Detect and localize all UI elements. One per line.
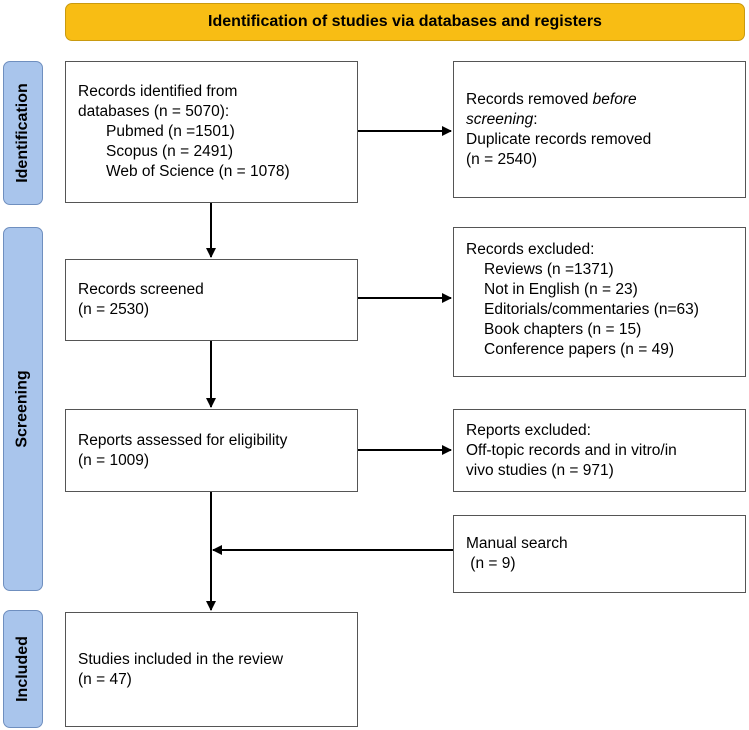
studies-included-line2: (n = 47) xyxy=(78,670,132,688)
records-screened-line2: (n = 2530) xyxy=(78,301,150,318)
records-removed-prefix: Records removed xyxy=(466,90,593,108)
records-removed-line2: screening: xyxy=(466,110,733,130)
records-screened-box: Records screened (n = 2530) xyxy=(65,259,358,341)
phase-identification: Identification xyxy=(3,61,43,205)
header-banner: Identification of studies via databases … xyxy=(65,3,745,41)
phase-identification-label: Identification xyxy=(14,83,31,183)
records-identified-line1: Records identified from xyxy=(78,83,238,100)
records-removed-line1: Records removed before xyxy=(466,90,733,110)
records-removed-line3: Duplicate records removed xyxy=(466,130,652,148)
reports-excluded-box: Reports excluded: Off-topic records and … xyxy=(453,409,746,492)
records-removed-line4: (n = 2540) xyxy=(466,150,538,168)
records-identified-line2: databases (n = 5070): xyxy=(78,103,230,120)
reports-excluded-line1: Reports excluded: xyxy=(466,421,591,439)
records-removed-screening: screening xyxy=(466,110,534,128)
source-scopus: Scopus (n = 2491) xyxy=(106,143,234,160)
reports-excluded-line2: Off-topic records and in vitro/in xyxy=(466,441,677,459)
records-removed-before: before xyxy=(592,90,637,108)
excluded-editorials: Editorials/commentaries (n=63) xyxy=(484,301,699,318)
source-pubmed: Pubmed (n =1501) xyxy=(106,123,235,140)
records-screened-line1: Records screened xyxy=(78,281,204,298)
phase-included-label: Included xyxy=(14,636,31,702)
source-web-of-science: Web of Science (n = 1078) xyxy=(106,163,290,180)
reports-assessed-box: Reports assessed for eligibility (n = 10… xyxy=(65,409,358,492)
excluded-reviews: Reviews (n =1371) xyxy=(484,261,614,278)
reports-assessed-line2: (n = 1009) xyxy=(78,451,150,469)
records-identified-box: Records identified from databases (n = 5… xyxy=(65,61,358,203)
records-removed-colon: : xyxy=(533,110,538,128)
records-excluded-title: Records excluded: xyxy=(466,241,595,258)
studies-included-line1: Studies included in the review xyxy=(78,650,284,668)
excluded-conference-papers: Conference papers (n = 49) xyxy=(484,341,674,358)
phase-screening-label: Screening xyxy=(14,370,32,448)
excluded-not-english: Not in English (n = 23) xyxy=(484,281,638,298)
reports-excluded-line3: vivo studies (n = 971) xyxy=(466,461,614,479)
excluded-book-chapters: Book chapters (n = 15) xyxy=(484,321,642,338)
manual-search-box: Manual search (n = 9) xyxy=(453,515,746,593)
phase-included: Included xyxy=(3,610,43,728)
studies-included-box: Studies included in the review (n = 47) xyxy=(65,612,358,727)
records-excluded-box: Records excluded: Reviews (n =1371) Not … xyxy=(453,227,746,377)
banner-title: Identification of studies via databases … xyxy=(208,13,602,30)
manual-search-line1: Manual search xyxy=(466,535,568,552)
manual-search-line2: (n = 9) xyxy=(466,555,516,572)
phase-screening: Screening xyxy=(3,227,43,591)
records-removed-box: Records removed before screening: Duplic… xyxy=(453,61,746,198)
reports-assessed-line1: Reports assessed for eligibility xyxy=(78,431,288,449)
